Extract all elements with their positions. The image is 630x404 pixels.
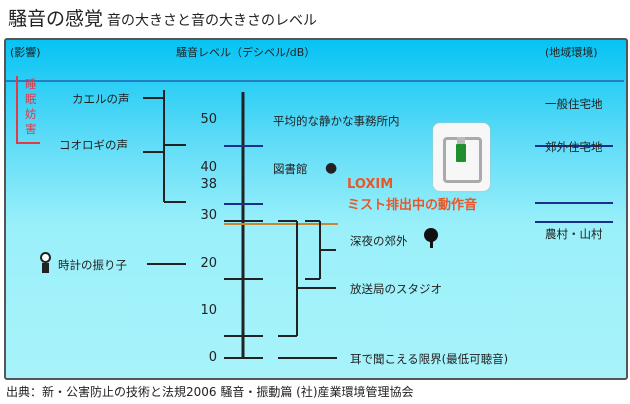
tree-trunk [430,240,433,248]
area-suburban: 郊外住宅地 [545,140,603,154]
sleep-bracket [16,76,40,144]
scale-0: 0 [208,350,217,365]
clock-label: 時計の振り子 [58,258,127,272]
source-citation: 出典：新・公害防止の技術と法規2006 騒音・振動篇 (社)産業環境管理協会 [6,385,414,399]
scale-40: 40 [200,160,217,175]
reader-icon: ● [325,160,338,176]
loxim-label: LOXIM [347,177,394,192]
scale-10: 10 [200,303,217,318]
scale-20: 20 [200,256,217,271]
page-title: 騒音の感覚音の大きさと音の大きさのレベル [8,4,317,31]
office-label: 平均的な静かな事務所内 [273,114,400,128]
title-sub: 音の大きさと音の大きさのレベル [107,13,318,29]
header-effect: (影響) [10,46,41,59]
area-residential: 一般住宅地 [545,97,603,111]
loxim-sub-label: ミスト排出中の動作音 [347,198,478,213]
area-rural: 農村・山村 [545,227,603,241]
clock-icon [40,252,51,274]
hearing-limit-label: 耳で聞こえる限界(最低可聴音) [350,352,509,366]
header-level: 騒音レベル（デシベル/dB） [176,46,316,59]
blue-ticks [224,145,613,223]
title-main: 騒音の感覚 [8,8,104,30]
header-area: (地域環境) [545,46,598,59]
tree-icon [424,228,438,242]
sleep-disturbance-label: 睡眠妨害 [25,77,37,136]
scale-38: 38 [200,177,217,192]
studio-label: 放送局のスタジオ [350,282,442,296]
loxim-device-image [433,123,490,191]
suburb-night-label: 深夜の郊外 [350,234,408,248]
scale-50: 50 [200,112,217,127]
scale-ticks [224,220,337,359]
frog-label: カエルの声 [72,92,130,106]
diagram-panel [4,38,628,380]
scale-30: 30 [200,208,217,223]
cricket-label: コオロギの声 [59,138,128,152]
library-label: 図書館 [273,162,308,176]
left-bracket [143,90,186,265]
